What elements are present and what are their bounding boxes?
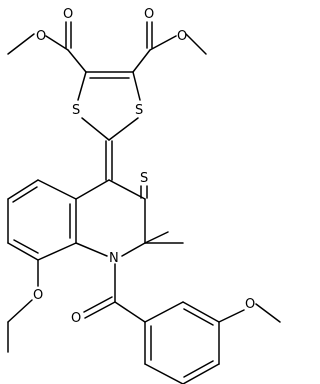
atom-o-methoxy: O bbox=[245, 297, 255, 312]
bond-o-ch2 bbox=[7, 299, 33, 323]
bond-o-methyl-methoxy bbox=[255, 303, 281, 323]
bond-ar-c1-c2 bbox=[144, 301, 184, 323]
bond-ar-c2-c3-inner bbox=[183, 308, 214, 326]
bond-n-c8a bbox=[75, 242, 108, 257]
bond-c4-c4a bbox=[75, 179, 110, 200]
bond-carbonylc-o-right bbox=[149, 35, 177, 51]
atom-s-ring-left: S bbox=[72, 103, 80, 118]
atom-n-ring: N bbox=[109, 251, 119, 266]
bond-amide-c-o-double-a bbox=[84, 301, 116, 319]
bond-s-left-c2 bbox=[81, 117, 110, 141]
atom-s-ring-right: S bbox=[135, 103, 143, 118]
molecule-structure: O O O O S S S N O O O bbox=[7, 7, 281, 384]
bond-ar-o-methoxy bbox=[218, 309, 245, 323]
bond-s-right-c2 bbox=[108, 117, 139, 141]
atom-s-thione: S bbox=[140, 171, 148, 186]
bond-amide-c-o-double-b bbox=[83, 296, 113, 313]
bond-carbonyl-aryl bbox=[114, 301, 146, 323]
atom-o-ester1-ether: O bbox=[36, 29, 46, 44]
bond-c7-c8-inner bbox=[13, 239, 39, 254]
bond-o-carbonylc-left bbox=[45, 35, 69, 51]
bond-c5-c6 bbox=[7, 179, 39, 200]
bond-o-methyl-right bbox=[185, 33, 207, 55]
bond-c2-n bbox=[121, 242, 146, 257]
atom-o-ester2-ether: O bbox=[177, 29, 187, 44]
bond-c5-c6-inner bbox=[12, 186, 38, 203]
bond-ring-c-s-right bbox=[132, 71, 141, 101]
bond-carbonylc-ringc-left bbox=[67, 49, 87, 73]
atom-labels: O O O O S S S N O O O bbox=[33, 7, 255, 326]
bond-c4-c3 bbox=[108, 179, 146, 200]
bond-c8-c8a bbox=[37, 242, 77, 261]
bond-ringc-carbonylc-right bbox=[132, 49, 151, 73]
bond-c2-methyl-c bbox=[144, 231, 169, 244]
bond-ar-c4-c5-inner bbox=[183, 360, 214, 378]
atom-o-amide: O bbox=[71, 311, 81, 326]
bond-ar-c4-c5 bbox=[182, 363, 220, 384]
atom-o-ethoxy: O bbox=[33, 288, 43, 303]
bond-c4a-c5 bbox=[37, 179, 77, 200]
bond-methyl-o-left bbox=[7, 33, 35, 55]
bond-ar-c5-c6 bbox=[144, 363, 184, 384]
atom-o-ester2-carbonyl: O bbox=[144, 7, 154, 22]
atom-o-ester1-carbonyl: O bbox=[63, 7, 73, 22]
bond-ring-c-s-left bbox=[77, 71, 87, 101]
bond-ar-c2-c3 bbox=[182, 301, 220, 323]
bond-c7-c8 bbox=[7, 242, 39, 261]
bonds bbox=[7, 21, 281, 384]
